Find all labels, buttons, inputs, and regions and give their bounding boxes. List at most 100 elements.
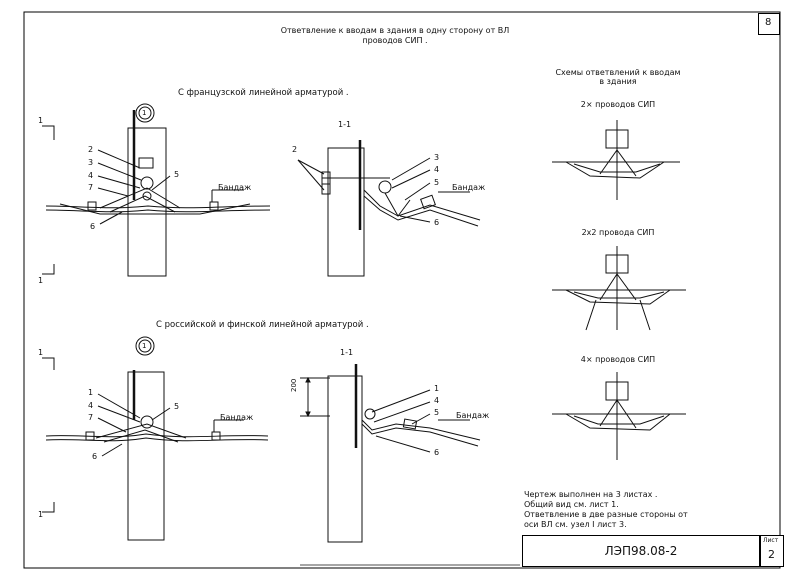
branch-wire	[99, 187, 181, 209]
pole-bl	[127, 371, 165, 541]
leader-5-br	[411, 413, 431, 425]
bandage-label-top-right: Бандаж	[452, 183, 486, 192]
callout-5-bl: 5	[174, 402, 180, 411]
bolt-2	[321, 183, 331, 195]
leader-4-right	[391, 169, 431, 189]
clamp	[140, 176, 154, 190]
leader-6-right	[399, 215, 431, 223]
scheme-2-branch	[599, 273, 637, 301]
leader-3	[97, 162, 142, 181]
pole	[127, 127, 167, 277]
leader-5-right	[404, 182, 431, 201]
callout-4: 4	[88, 171, 94, 180]
section-top-title: С французской линейной арматурой .	[178, 88, 349, 98]
leader-1-bl	[97, 393, 141, 419]
branch-bl	[95, 423, 187, 439]
clamp-right	[378, 180, 392, 194]
bandage-right	[420, 194, 436, 210]
callout-1-bl: 1	[88, 388, 94, 397]
sheet-number: 2	[768, 548, 775, 561]
dim-arrow-top	[305, 376, 311, 383]
callout-2-right: 2	[292, 145, 298, 154]
callout-5-br: 5	[434, 408, 440, 417]
callout-6: 6	[90, 222, 96, 231]
scheme-1	[552, 120, 680, 200]
leader-5	[151, 175, 171, 191]
wire-br	[361, 419, 481, 441]
bandage-bl-left	[85, 431, 95, 441]
pole-right	[327, 147, 365, 277]
scheme-3-sag	[565, 413, 671, 431]
hook-br	[364, 408, 376, 420]
clamp-bl	[140, 415, 154, 429]
scheme-1-sag2	[573, 163, 661, 173]
section-circle-inner	[138, 106, 152, 120]
cut-mark-bottom	[42, 264, 55, 275]
bandage-label-bottom-right: Бандаж	[456, 411, 490, 420]
bandage-label-top-left: Бандаж	[218, 183, 252, 192]
schemes-title-line1: Схемы ответвлений к вводам	[555, 68, 681, 77]
dimension-label: 200	[290, 378, 298, 392]
scheme-2	[552, 246, 686, 331]
scheme-2-sag	[565, 289, 671, 305]
section-top-cut: 1-1	[338, 120, 352, 129]
branch-right	[384, 192, 411, 217]
leader-1-br	[371, 389, 431, 413]
drawing-code: ЛЭП98.08-2	[604, 544, 678, 558]
leader-2b-right	[297, 159, 325, 191]
bottom-left-view	[42, 336, 269, 541]
scheme-2-sag2	[573, 291, 665, 299]
clamp-2	[142, 191, 152, 201]
sheet-title-line1: Ответвление к вводам в здания в одну сто…	[280, 26, 510, 35]
callout-2: 2	[88, 145, 94, 154]
scheme-3	[552, 372, 686, 460]
cut-mark-bl-top	[42, 357, 55, 370]
scheme-1-label: 2× проводов СИП	[580, 100, 656, 109]
bracket	[138, 157, 154, 169]
callout-6-br: 6	[434, 448, 440, 457]
top-right-view	[297, 140, 481, 277]
dim-arrow-bottom	[305, 411, 311, 418]
callout-7: 7	[88, 183, 94, 192]
section-bottom-mark: 1	[142, 342, 147, 350]
scheme-1-sag	[565, 161, 665, 179]
sheet-label: Лист	[763, 537, 779, 544]
bandage-label-bottom-left: Бандаж	[220, 413, 254, 422]
leader-7	[97, 187, 129, 197]
leader-7-bl	[97, 417, 127, 433]
section-bottom-title: С российской и финской линейной арматуро…	[156, 320, 369, 330]
section-bottom-cut: 1-1	[340, 348, 354, 357]
leader-6-br	[375, 435, 431, 453]
scheme-3-label: 4× проводов СИП	[580, 355, 656, 364]
callout-7-bl: 7	[88, 413, 94, 422]
sheet-title-line2: проводов СИП .	[362, 36, 428, 45]
section-circle-bl	[135, 336, 155, 356]
leader-6	[99, 211, 123, 225]
note-line-2: Общий вид см. лист 1.	[524, 500, 619, 509]
note-line-3: Ответвление в две разные стороны от	[524, 510, 688, 519]
sheet-corner-number: 8	[765, 17, 772, 28]
pole-br	[327, 375, 363, 543]
bandage-bl	[211, 431, 221, 441]
callout-3-right: 3	[434, 153, 440, 162]
note-line-1: Чертеж выполнен на 3 листах .	[524, 490, 658, 499]
scheme-2-label: 2x2 провода СИП	[581, 228, 655, 237]
section-circle-bl-inner	[138, 339, 152, 353]
branch-wire-2	[109, 195, 176, 213]
cut-mark-label-4: 1	[38, 510, 44, 519]
leader-4-br	[373, 401, 431, 423]
scheme-3-branch	[599, 399, 637, 429]
scheme-3-sag2	[573, 415, 665, 425]
sheet-number-box: Лист 2	[760, 535, 784, 567]
section-top-mark: 1	[142, 109, 147, 117]
cut-mark-label-2: 1	[38, 276, 44, 285]
title-block-stamp: ЛЭП98.08-2	[522, 535, 760, 567]
main-wire-2	[45, 209, 271, 213]
callout-5: 5	[174, 170, 180, 179]
callout-3: 3	[88, 158, 94, 167]
scheme-2-drops	[585, 299, 651, 331]
top-left-view	[42, 103, 271, 277]
callout-4-right: 4	[434, 165, 440, 174]
leader-4	[97, 175, 141, 189]
